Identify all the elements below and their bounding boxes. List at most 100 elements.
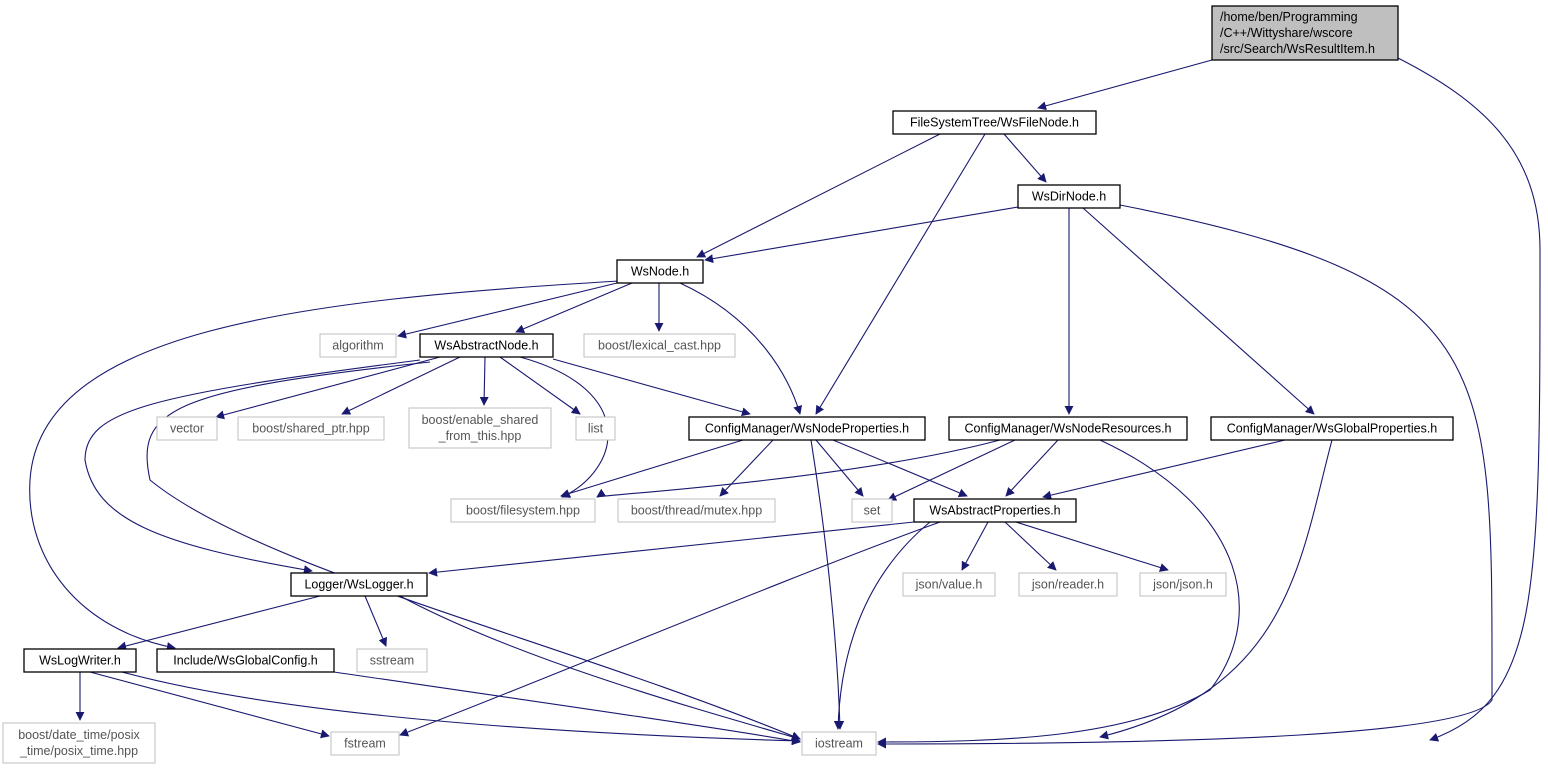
node-logwriter[interactable]: WsLogWriter.h xyxy=(23,648,137,673)
node-algorithm: algorithm xyxy=(319,333,397,358)
edge-abstractprops-to-jsonreader xyxy=(1004,521,1057,571)
node-abstractprops[interactable]: WsAbstractProperties.h xyxy=(913,498,1077,523)
node-label: WsAbstractProperties.h xyxy=(929,504,1060,518)
edge-logger-to-sstream xyxy=(364,595,388,647)
node-filenode[interactable]: FileSystemTree/WsFileNode.h xyxy=(892,110,1097,135)
node-label: boost/thread/mutex.hpp xyxy=(631,504,762,518)
node-box xyxy=(330,731,400,756)
node-label: _time/posix_time.hpp xyxy=(19,744,138,758)
edge-nodeprops-to-iostream xyxy=(810,439,845,730)
edge-logwriter-to-fstream xyxy=(89,671,330,739)
node-box xyxy=(1017,184,1121,209)
node-box xyxy=(450,498,596,523)
node-label: WsLogWriter.h xyxy=(39,654,121,668)
node-iostream: iostream xyxy=(801,731,877,756)
node-nodeprops[interactable]: ConfigManager/WsNodeProperties.h xyxy=(688,416,926,441)
node-box xyxy=(356,648,428,673)
node-noderes[interactable]: ConfigManager/WsNodeResources.h xyxy=(948,416,1188,441)
node-logger[interactable]: Logger/WsLogger.h xyxy=(290,572,428,597)
dependency-edges xyxy=(29,57,1541,749)
node-label: ConfigManager/WsGlobalProperties.h xyxy=(1227,422,1438,436)
node-box xyxy=(616,259,704,284)
node-label: ConfigManager/WsNodeProperties.h xyxy=(705,422,909,436)
edge-abstractprops-to-iostream xyxy=(833,521,931,730)
node-label: ConfigManager/WsNodeResources.h xyxy=(964,422,1171,436)
node-label: set xyxy=(864,504,881,518)
node-mutex: boost/thread/mutex.hpp xyxy=(617,498,776,523)
node-enableshared: boost/enable_shared_from_this.hpp xyxy=(408,407,552,449)
node-box xyxy=(419,333,554,358)
node-label: boost/filesystem.hpp xyxy=(466,504,580,518)
edge-abstractprops-to-logger xyxy=(428,521,915,577)
node-box xyxy=(237,416,385,441)
node-box xyxy=(617,498,776,523)
edge-filenode-to-nodeprops xyxy=(815,133,986,415)
node-set: set xyxy=(851,498,893,523)
node-label: iostream xyxy=(815,737,863,751)
node-label: fstream xyxy=(344,737,386,751)
node-box xyxy=(1210,416,1454,441)
edge-noderes-to-filesystem xyxy=(596,439,1001,498)
edge-wsnode-to-nodeprops xyxy=(679,282,803,415)
node-root[interactable]: /home/ben/Programming/C++/Wittyshare/wsc… xyxy=(1211,5,1399,61)
edge-filenode-to-wsnode xyxy=(696,133,941,258)
node-globalconfig[interactable]: Include/WsGlobalConfig.h xyxy=(156,648,335,673)
edge-nodeprops-to-abstractprops xyxy=(832,439,968,498)
node-label: json/reader.h xyxy=(1031,578,1104,592)
edge-noderes-to-abstractprops xyxy=(1005,439,1059,497)
node-label: /src/Search/WsResultItem.h xyxy=(1220,42,1375,56)
edge-dirnode-to-globalprops xyxy=(1082,207,1315,415)
node-lexical: boost/lexical_cast.hpp xyxy=(583,333,736,358)
node-box xyxy=(1018,572,1118,597)
node-box xyxy=(913,498,1077,523)
node-label: sstream xyxy=(370,654,414,668)
edge-noderes-to-set xyxy=(887,439,1016,501)
edge-filenode-to-dirnode xyxy=(1003,133,1047,183)
edge-abstractnode-to-nodeprops xyxy=(552,358,751,417)
edge-dirnode-to-wsnode xyxy=(704,206,1019,264)
node-label: /C++/Wittyshare/wscore xyxy=(1220,26,1353,40)
node-globalprops[interactable]: ConfigManager/WsGlobalProperties.h xyxy=(1210,416,1454,441)
node-label: boost/lexical_cast.hpp xyxy=(598,339,721,353)
node-list: list xyxy=(575,416,616,441)
node-jsonreader: json/reader.h xyxy=(1018,572,1118,597)
node-jsonvalue: json/value.h xyxy=(902,572,996,597)
node-box xyxy=(851,498,893,523)
edge-root-to-iostream xyxy=(1397,57,1541,742)
edge-logger-to-iostream xyxy=(399,595,801,742)
node-fstream: fstream xyxy=(330,731,400,756)
edge-abstractnode-to-iostream xyxy=(146,361,801,741)
node-label: vector xyxy=(170,422,204,436)
edge-root-to-filenode xyxy=(1037,59,1213,111)
node-box xyxy=(948,416,1188,441)
node-label: _from_this.hpp xyxy=(438,429,522,443)
node-jsonjson: json/json.h xyxy=(1139,572,1227,597)
edge-abstractnode-to-vector xyxy=(215,356,441,420)
node-box xyxy=(319,333,397,358)
node-sstream: sstream xyxy=(356,648,428,673)
edge-logger-to-logwriter xyxy=(117,595,321,651)
edge-abstractnode-to-list xyxy=(499,356,581,415)
node-box xyxy=(290,572,428,597)
node-box xyxy=(1211,5,1399,61)
node-label: json/value.h xyxy=(915,578,983,592)
edge-abstractprops-to-fstream xyxy=(399,521,941,737)
node-label: FileSystemTree/WsFileNode.h xyxy=(910,116,1079,130)
node-label: Include/WsGlobalConfig.h xyxy=(173,654,318,668)
node-box xyxy=(902,572,996,597)
edge-abstractnode-to-logger xyxy=(84,359,421,575)
node-dirnode[interactable]: WsDirNode.h xyxy=(1017,184,1121,209)
node-filesystem: boost/filesystem.hpp xyxy=(450,498,596,523)
node-box xyxy=(1139,572,1227,597)
node-label: WsNode.h xyxy=(631,265,689,279)
edge-abstractnode-to-sharedptr xyxy=(341,356,461,415)
header-nodes: /home/ben/Programming/C++/Wittyshare/wsc… xyxy=(2,5,1454,764)
node-label: boost/date_time/posix xyxy=(18,728,140,742)
edge-abstractprops-to-jsonvalue xyxy=(961,521,989,571)
node-label: WsAbstractNode.h xyxy=(434,339,538,353)
edge-dirnode-to-iostream xyxy=(877,204,1493,749)
edge-abstractprops-to-jsonjson xyxy=(1015,521,1169,572)
node-abstractnode[interactable]: WsAbstractNode.h xyxy=(419,333,554,358)
node-wsnode[interactable]: WsNode.h xyxy=(616,259,704,284)
